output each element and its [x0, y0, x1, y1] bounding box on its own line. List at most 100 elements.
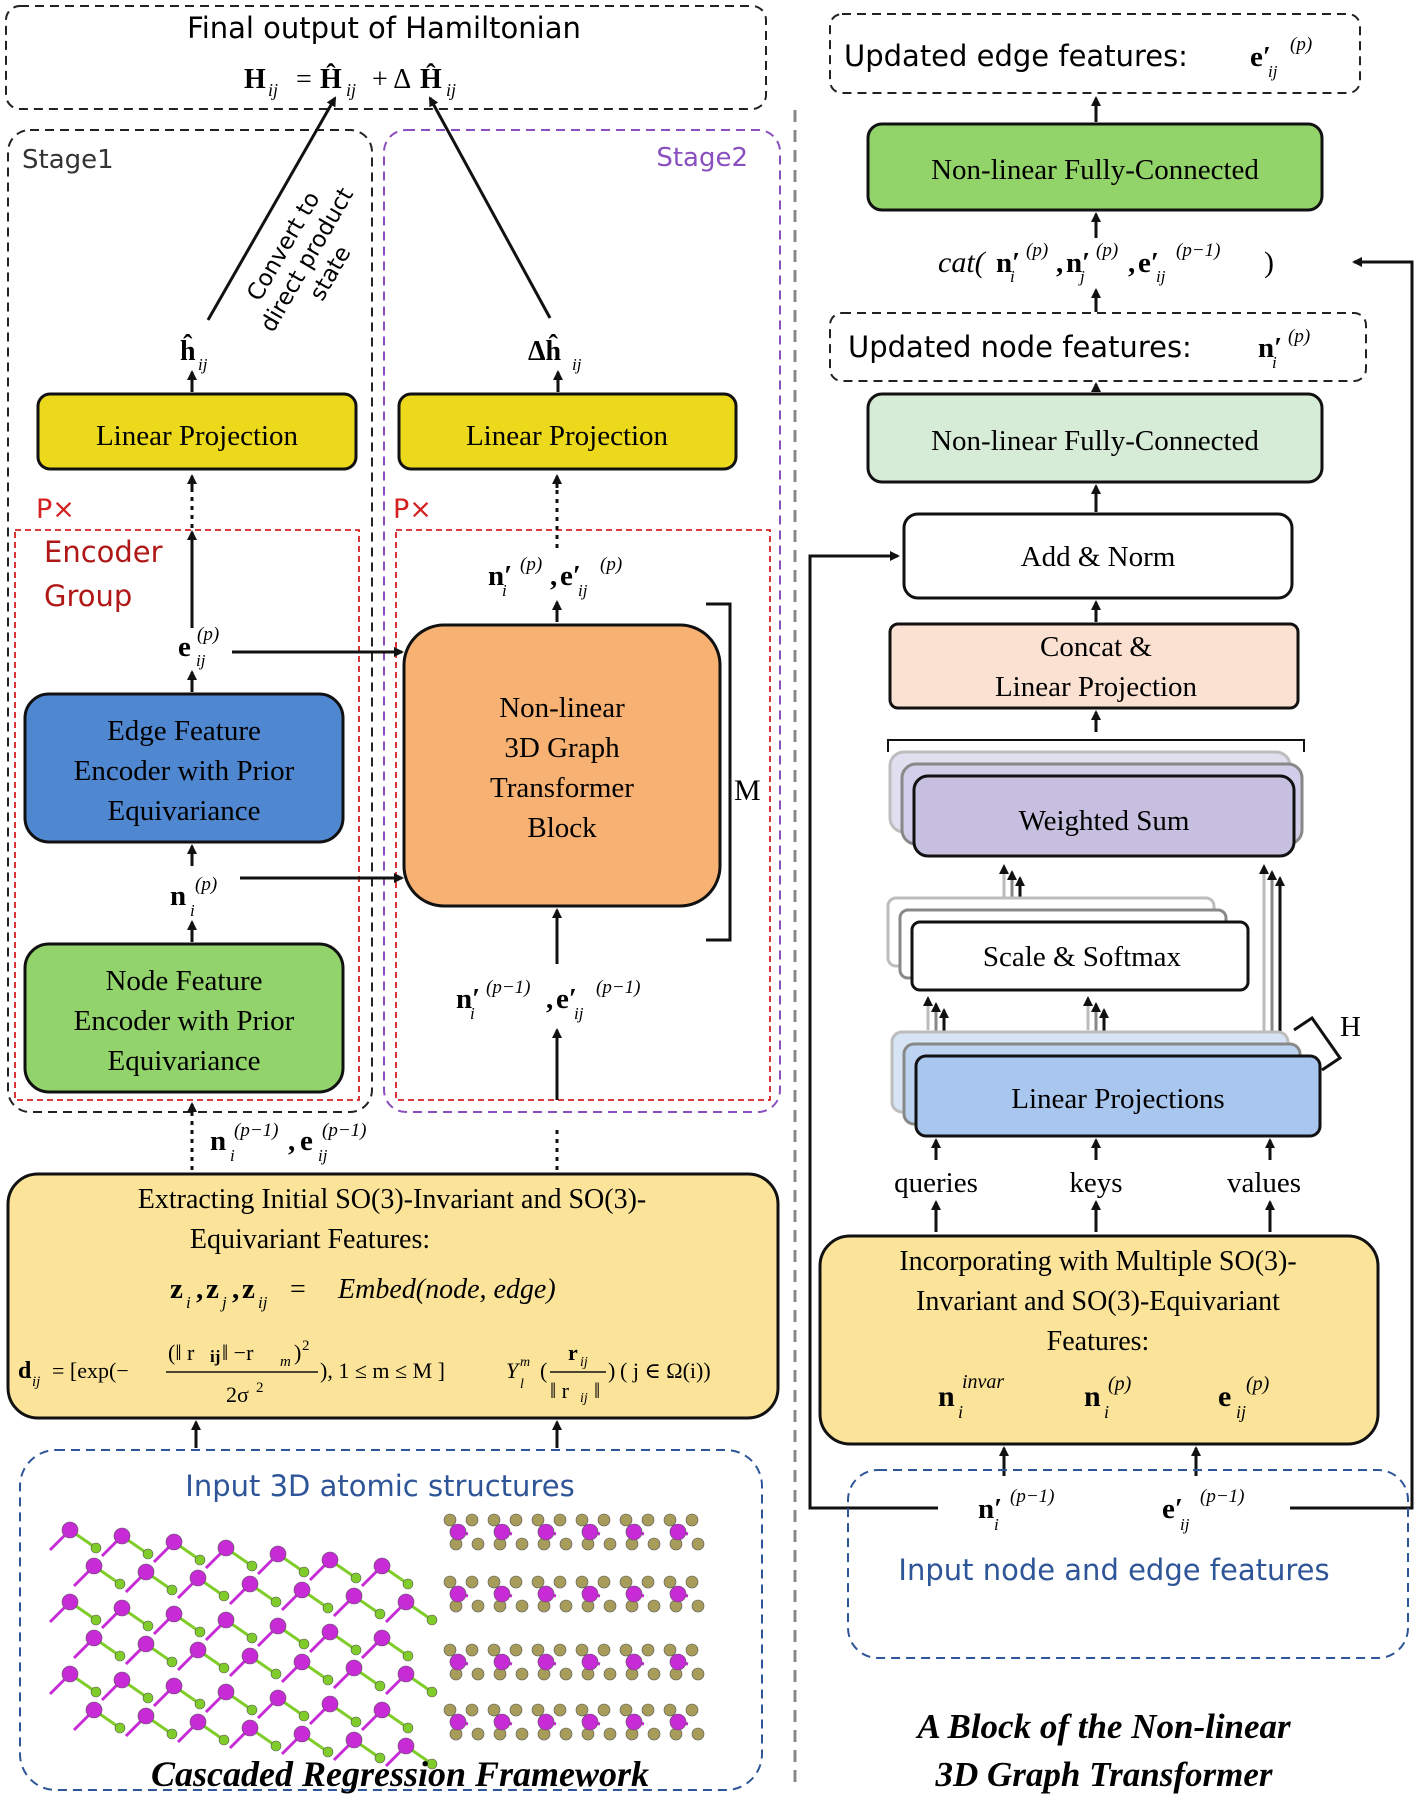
svg-text:(p−1): (p−1)	[1176, 240, 1220, 261]
right-caption-2: 3D Graph Transformer	[934, 1755, 1272, 1794]
weighted-sum-box	[912, 774, 1296, 858]
svg-text:,: ,	[232, 1273, 239, 1305]
svg-text:( j ∈ Ω(i)): ( j ∈ Ω(i))	[620, 1358, 711, 1383]
arrow-edge-skip	[1290, 257, 1414, 1510]
svg-text:+ Δ: + Δ	[372, 64, 411, 95]
node-feature-encoder	[23, 942, 345, 1094]
svg-text:ij: ij	[196, 651, 206, 670]
softmax-label: Scale & Softmax	[983, 941, 1182, 973]
arrow-hhat-to-output	[206, 96, 337, 321]
svg-text:(p): (p)	[1026, 240, 1048, 261]
n-prime-p-label: n′ i (p)	[1258, 326, 1310, 372]
svg-text:(p): (p)	[1290, 34, 1312, 55]
svg-text:ij: ij	[578, 581, 588, 600]
svg-text:e: e	[178, 631, 191, 663]
svg-text:(p−1): (p−1)	[1010, 1486, 1054, 1507]
m-bracket	[706, 602, 732, 942]
delta-h-hat-label: Δĥ ij	[528, 335, 582, 374]
svg-text:ij: ij	[198, 355, 208, 374]
svg-text:Embed(node, edge): Embed(node, edge)	[337, 1274, 556, 1305]
heads-brace	[887, 739, 1305, 752]
stage2-box	[383, 129, 781, 1113]
svg-text:ij: ij	[268, 80, 278, 100]
svg-text:z: z	[170, 1273, 183, 1305]
n-e-prime-p-label: n′ i (p) , e′ ij (p)	[488, 554, 622, 600]
edge-encoder-line1: Edge Feature	[107, 715, 261, 747]
h-bracket	[1293, 1015, 1343, 1072]
svg-text:n′: n′	[978, 1493, 1002, 1525]
svg-text:(p): (p)	[195, 874, 217, 895]
svg-text:ij: ij	[1156, 267, 1166, 286]
transformer-block-line3: Transformer	[490, 772, 634, 804]
svg-text:i: i	[230, 1146, 235, 1165]
fc-mid-label: Non-linear Fully-Connected	[931, 425, 1259, 457]
svg-text:i: i	[186, 1293, 191, 1312]
svg-text:j: j	[1078, 267, 1085, 286]
left-caption: Cascaded Regression Framework	[151, 1754, 649, 1794]
svg-text:ij: ij	[346, 80, 356, 100]
node-encoder-line2: Encoder with Prior	[74, 1005, 295, 1037]
svg-text:i: i	[1010, 267, 1015, 286]
svg-text:ij: ij	[580, 1355, 588, 1370]
encoder-group-label-1: Encoder	[44, 535, 163, 569]
incorporating-line2: Invariant and SO(3)-Equivariant	[916, 1286, 1280, 1317]
convert-label: Convert to direct product state	[242, 184, 359, 337]
transformer-block-line2: 3D Graph	[504, 732, 620, 764]
svg-text:m: m	[520, 1355, 530, 1370]
svg-text:Y: Y	[506, 1358, 521, 1383]
n-i-p-label: n i (p)	[170, 874, 217, 920]
linear-projection-2-label: Linear Projection	[466, 420, 669, 452]
input-structures-label: Input 3D atomic structures	[185, 1469, 574, 1503]
updated-node-label: Updated node features:	[848, 330, 1192, 364]
svg-text:e: e	[300, 1125, 313, 1157]
cat-expression: cat( n′ i (p) , n′ j (p) , e′ ij (p−1) )	[938, 240, 1274, 286]
final-output-box	[5, 5, 767, 110]
keys-label: keys	[1069, 1167, 1122, 1199]
svg-text:ij: ij	[210, 1347, 220, 1366]
transformer-block-line4: Block	[527, 812, 597, 844]
add-norm-label: Add & Norm	[1021, 541, 1176, 573]
svg-text:), 1 ≤ m ≤ M ]: ), 1 ≤ m ≤ M ]	[320, 1358, 445, 1383]
svg-text:ij: ij	[1236, 1402, 1246, 1422]
concat-box	[888, 622, 1300, 710]
svg-text:l: l	[520, 1377, 524, 1392]
svg-text:n′: n′	[1066, 247, 1090, 279]
svg-text:n′: n′	[488, 560, 512, 592]
crystal-structure-1	[48, 1521, 438, 1770]
m-label: M	[734, 774, 761, 807]
svg-text:2: 2	[256, 1380, 264, 1396]
svg-text:e′: e′	[560, 560, 581, 592]
svg-text:m: m	[280, 1354, 291, 1370]
svg-text:(‖ r: (‖ r	[168, 1340, 195, 1365]
svg-text:Ĥ: Ĥ	[320, 64, 342, 95]
svg-text:e′: e′	[556, 983, 577, 1015]
svg-text:i: i	[1104, 1402, 1109, 1422]
svg-text:=: =	[290, 1274, 306, 1305]
extract-line2: Equivariant Features:	[190, 1224, 430, 1255]
svg-text:ĥ: ĥ	[180, 335, 196, 367]
svg-text:r: r	[568, 1340, 578, 1365]
svg-text:i: i	[1272, 353, 1277, 372]
svg-text:ij: ij	[32, 1374, 40, 1390]
p-times-2: P×	[393, 494, 432, 525]
svg-text:=: =	[296, 64, 312, 95]
svg-text:,: ,	[288, 1125, 295, 1157]
fc-top	[866, 122, 1324, 212]
svg-text:(p): (p)	[600, 554, 622, 575]
e-prime-p-label: e′ ij (p)	[1250, 34, 1312, 81]
svg-text:ij: ij	[580, 1391, 588, 1406]
svg-text:Δĥ: Δĥ	[528, 335, 562, 367]
linear-projection-1-label: Linear Projection	[96, 420, 299, 452]
svg-text:,: ,	[546, 983, 553, 1015]
incorporating-features: n i invar n i (p) e ij (p)	[938, 1371, 1270, 1422]
svg-text:z: z	[242, 1273, 255, 1305]
input-structures-box	[19, 1449, 763, 1791]
values-label: values	[1227, 1167, 1301, 1199]
fc-top-label: Non-linear Fully-Connected	[931, 154, 1259, 186]
crystal-structure-2	[443, 1513, 705, 1741]
svg-text:e: e	[1218, 1380, 1231, 1413]
svg-text:n′: n′	[1258, 332, 1282, 364]
input-node-edge-label: Input node and edge features	[898, 1553, 1329, 1587]
svg-text:cat(: cat(	[938, 246, 987, 279]
